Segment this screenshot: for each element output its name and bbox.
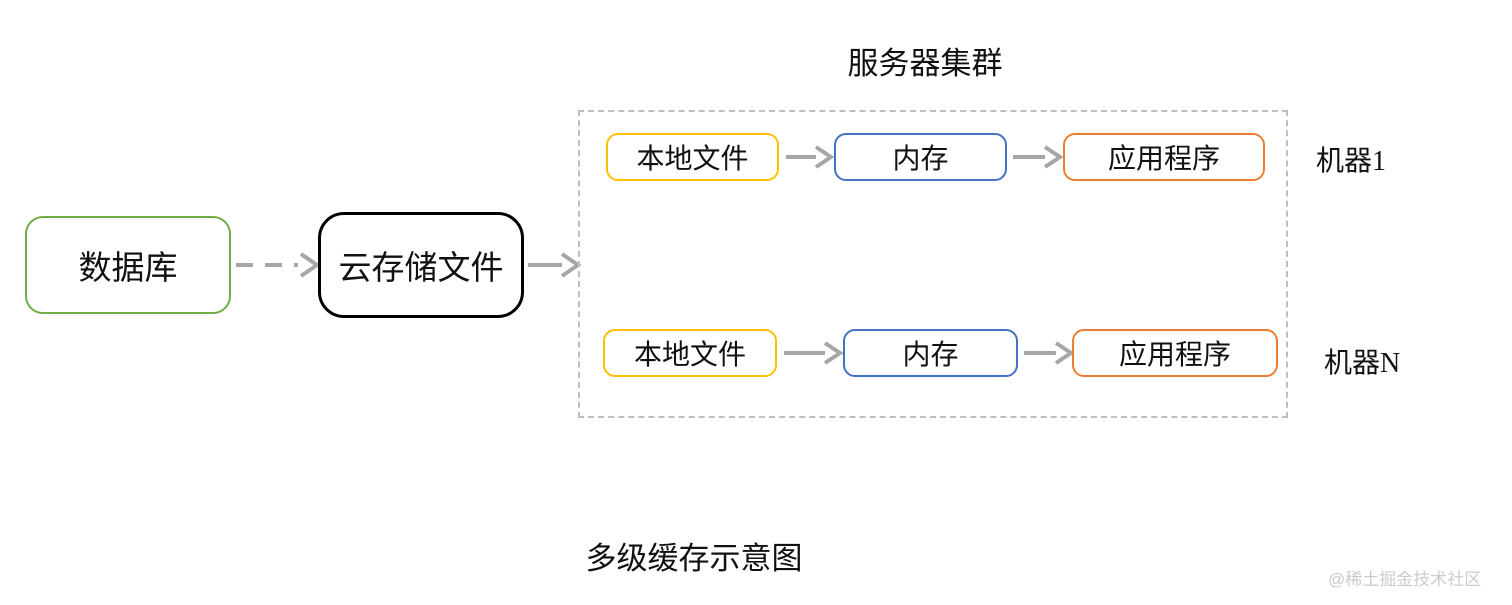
application-node-machine1: 应用程序: [1063, 133, 1265, 181]
arrow-cloud-to-cluster: [528, 252, 582, 278]
cloud-storage-node: 云存储文件: [318, 212, 524, 318]
diagram-caption: 多级缓存示意图: [585, 541, 803, 576]
watermark: @稀土掘金技术社区: [1328, 570, 1482, 589]
machine-n-label: 机器N: [1324, 348, 1401, 379]
server-cluster-boundary: [578, 110, 1288, 418]
memory-node-machine1: 内存: [834, 133, 1007, 181]
memory-node-machineN: 内存: [843, 329, 1018, 377]
cluster-title: 服务器集群: [847, 46, 1003, 81]
database-node: 数据库: [25, 216, 231, 314]
application-node-machineN: 应用程序: [1072, 329, 1278, 377]
local-file-node-machine1: 本地文件: [606, 133, 779, 181]
local-file-node-machineN: 本地文件: [603, 329, 777, 377]
machine-1-label: 机器1: [1316, 146, 1387, 177]
arrow-database-to-cloud: [236, 252, 321, 278]
